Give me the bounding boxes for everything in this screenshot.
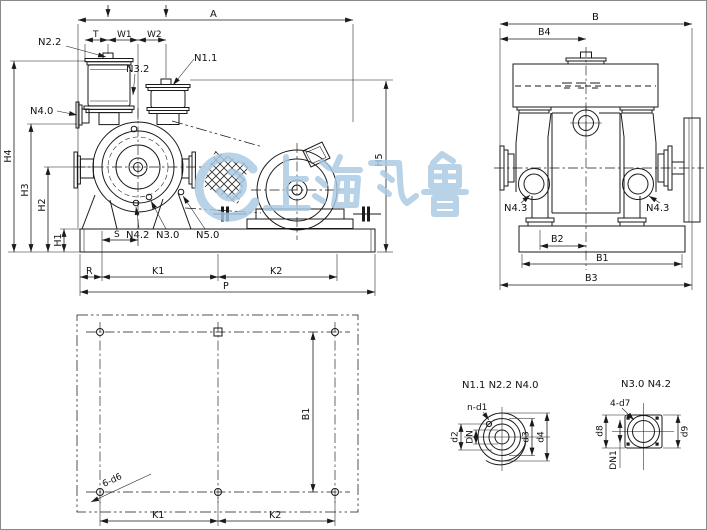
dim-label-h2: H2 <box>37 198 48 211</box>
flange-detail-left: N1.1 N2.2 N4.0 n-d1 d2 DN d3 d4 <box>451 380 550 471</box>
port-label-n43-left: N4.3 <box>504 203 527 214</box>
bolt-label-n-d1: n-d1 <box>467 403 487 413</box>
dim-label-t: T <box>92 30 99 40</box>
dim-label-h3: H3 <box>20 183 31 196</box>
dim-label-s: S <box>114 230 120 240</box>
bolt-label-4-d7: 4-d7 <box>610 399 630 409</box>
flange-detail-left-title: N1.1 N2.2 N4.0 <box>462 380 539 391</box>
port-label-n30: N3.0 <box>156 230 179 241</box>
watermark-text: 上海飞鲁 <box>263 151 469 217</box>
flange-detail-right: N3.0 N4.2 4-d7 d8 DN1 d9 <box>596 379 691 470</box>
motor-block <box>512 63 659 108</box>
dim-label-d8: d8 <box>596 425 606 437</box>
dim-label-d4: d4 <box>537 431 547 443</box>
pulley <box>683 117 701 223</box>
motor-terminal-box <box>302 141 331 168</box>
side-view: B B4 B2 B1 B3 <box>494 12 704 290</box>
port-label-n50: N5.0 <box>196 230 219 241</box>
flange-detail-right-title: N3.0 N4.2 <box>621 379 671 390</box>
dim-label-dn: DN <box>466 430 476 444</box>
dim-label-plan-k2: K2 <box>269 510 281 521</box>
watermark: 上海飞鲁 <box>194 151 469 222</box>
dim-label-plan-k1: K1 <box>152 510 164 521</box>
dim-label-k1: K1 <box>152 266 164 277</box>
dim-label-b1: B1 <box>596 253 609 264</box>
dim-label-b2: B2 <box>551 234 564 245</box>
dim-label-d3: d3 <box>522 431 532 442</box>
plan-view: B1 6-d6 K1 K2 <box>76 314 359 526</box>
dim-label-h4: H4 <box>3 149 14 162</box>
dim-label-h1: H1 <box>53 233 64 246</box>
dim-label-d9: d9 <box>681 426 691 438</box>
dim-label-plan-b1: B1 <box>301 408 312 421</box>
port-label-n22: N2.2 <box>38 37 61 48</box>
front-view: A T W1 W2 H4 H3 H2 H1 H5 S R K1 K2 P N2.… <box>3 5 393 296</box>
port-label-n42: N4.2 <box>126 230 149 241</box>
watermark-logo <box>194 152 260 222</box>
dim-label-b: B <box>592 12 599 23</box>
port-label-n11: N1.1 <box>194 53 217 64</box>
foundation-outline <box>76 314 359 513</box>
port-label-n40: N4.0 <box>30 106 53 117</box>
baseplate <box>79 228 376 253</box>
dim-label-b4: B4 <box>538 27 551 38</box>
dim-label-w1: W1 <box>117 30 132 40</box>
dim-label-dn1: DN1 <box>609 450 619 469</box>
port-label-n43-right: N4.3 <box>646 203 669 214</box>
dim-label-d2: d2 <box>451 431 461 442</box>
dim-label-p: P <box>223 281 229 292</box>
port-label-n32: N3.2 <box>126 64 149 75</box>
dim-label-r: R <box>86 266 93 277</box>
dim-label-b3: B3 <box>585 273 598 284</box>
dim-label-a: A <box>210 9 217 20</box>
dim-label-k2: K2 <box>270 266 282 277</box>
dim-label-w2: W2 <box>147 30 162 40</box>
